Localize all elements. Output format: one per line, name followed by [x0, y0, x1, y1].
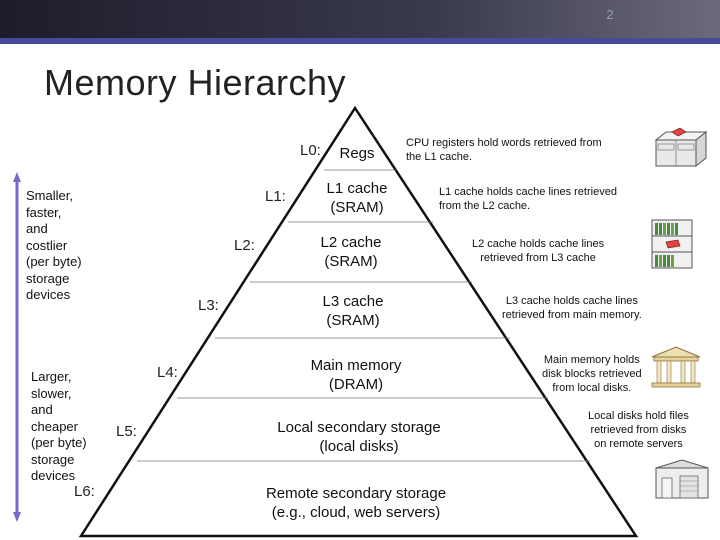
- tier-text-l5: Local secondary storage(local disks): [277, 419, 441, 455]
- tier-text-l1: L1 cache(SRAM): [326, 180, 388, 216]
- page-number: 2: [606, 7, 614, 22]
- tier-text-l6: Remote secondary storage(e.g., cloud, we…: [265, 485, 447, 521]
- side-label-top: Smaller, faster, and costlier (per byte)…: [26, 188, 82, 302]
- side-label-bottom: Larger, slower, and cheaper (per byte) s…: [31, 369, 87, 483]
- level-label-l2: L2:: [234, 237, 255, 254]
- tier-text-l4: Main memory(DRAM): [310, 357, 402, 393]
- level-label-l4: L4:: [157, 364, 178, 381]
- level-label-l1: L1:: [265, 188, 286, 205]
- level-label-l3: L3:: [198, 297, 219, 314]
- pyramid-outline: [78, 105, 639, 538]
- library-building-icon: [651, 346, 701, 388]
- tier-text-l2: L2 cache(SRAM): [320, 234, 382, 270]
- top-bar: [0, 0, 720, 38]
- top-stripe: [0, 38, 720, 44]
- level-label-l5: L5:: [116, 423, 137, 440]
- double-arrow-icon: [13, 172, 21, 522]
- level-label-l6: L6:: [74, 483, 95, 500]
- bookshelf-icon: [651, 219, 693, 269]
- tier-text-l3: L3 cache(SRAM): [322, 293, 384, 329]
- tier-text-l0: Regs: [339, 145, 375, 162]
- level-label-l0: L0:: [300, 142, 321, 159]
- warehouse-icon: [655, 459, 709, 499]
- desk-icon: [654, 127, 708, 168]
- slide-title: Memory Hierarchy: [44, 62, 347, 103]
